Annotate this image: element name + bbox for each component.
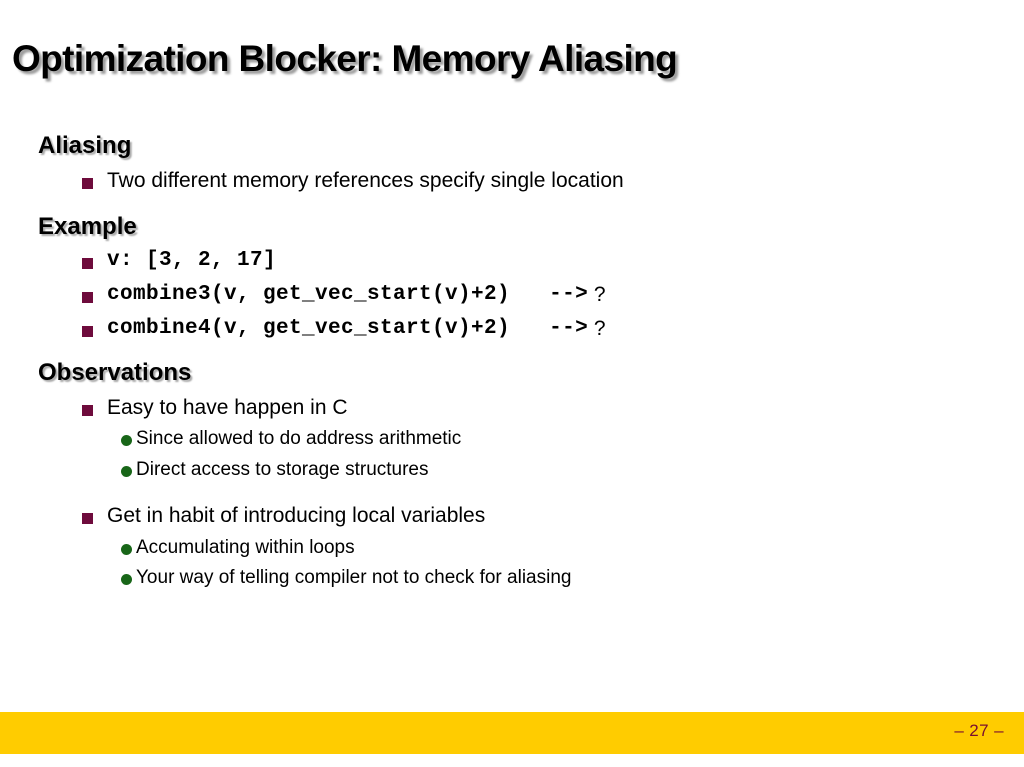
square-bullet-icon (82, 513, 93, 525)
list-item: Get in habit of introducing local variab… (82, 504, 1024, 529)
sub-bullet-text: Since allowed to do address arithmetic (136, 428, 462, 450)
bullet-text: Easy to have happen in C (107, 395, 348, 419)
arrow-glyph: --> (510, 283, 589, 307)
circle-bullet-icon (121, 574, 132, 586)
bullet-code-text: v: [3, 2, 17] (107, 249, 277, 273)
circle-bullet-icon (121, 435, 132, 447)
square-bullet-icon (82, 292, 93, 304)
spacer (0, 481, 1024, 495)
bullet-code-text: combine4(v, get_vec_start(v)+2) (107, 316, 511, 340)
list-item: combine4(v, get_vec_start(v)+2) --> ? (82, 317, 1024, 342)
list-item: v: [3, 2, 17] (82, 249, 1024, 274)
bullet-code-text: combine3(v, get_vec_start(v)+2) (107, 283, 511, 307)
sub-list-item: Since allowed to do address arithmetic (121, 428, 1024, 450)
page-number: – 27 – (954, 721, 1004, 740)
list-item: Two different memory references specify … (82, 169, 1024, 194)
sub-bullet-text: Your way of telling compiler not to chec… (136, 567, 572, 589)
bullet-text: Get in habit of introducing local variab… (107, 504, 486, 528)
sub-bullet-text: Accumulating within loops (136, 536, 355, 558)
section-heading-aliasing: Aliasing (38, 132, 132, 159)
sub-list-item: Your way of telling compiler not to chec… (121, 567, 1024, 589)
result-placeholder: ? (588, 316, 606, 340)
list-item: Easy to have happen in C (82, 396, 1024, 421)
arrow-glyph: --> (510, 316, 589, 340)
spacer (0, 342, 1024, 359)
square-bullet-icon (82, 325, 93, 337)
circle-bullet-icon (121, 465, 132, 477)
slide-title: Optimization Blocker: Memory Aliasing (12, 38, 678, 79)
list-item: combine3(v, get_vec_start(v)+2) --> ? (82, 283, 1024, 308)
section-heading-example: Example (38, 212, 137, 240)
section-heading-observations: Observations (38, 358, 192, 386)
sub-list-item: Direct access to storage structures (121, 459, 1024, 481)
square-bullet-icon (82, 258, 93, 270)
sub-bullet-text: Direct access to storage structures (136, 458, 429, 480)
square-bullet-icon (82, 177, 93, 189)
spacer (0, 194, 1024, 213)
result-placeholder: ? (588, 283, 606, 307)
footer-accent-bar (0, 712, 1024, 754)
circle-bullet-icon (121, 543, 132, 555)
sub-list-item: Accumulating within loops (121, 537, 1024, 559)
slide-body: Aliasing Two different memory references… (0, 132, 1024, 590)
square-bullet-icon (82, 404, 93, 416)
bullet-text: Two different memory references specify … (107, 168, 624, 192)
